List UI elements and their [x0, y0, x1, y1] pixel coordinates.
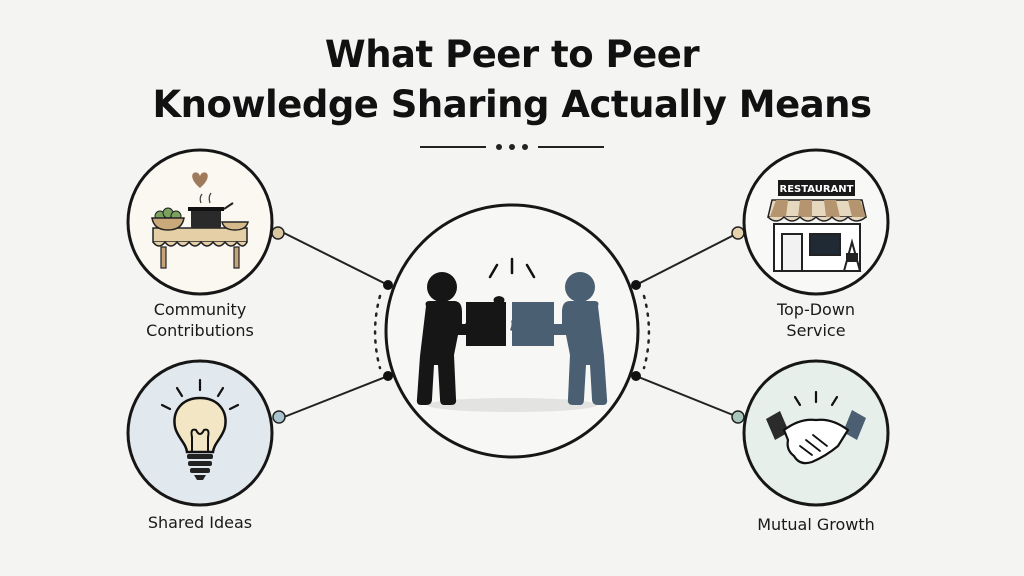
handshake-icon — [766, 390, 866, 465]
connector-dot — [731, 226, 745, 240]
shared-ideas-label: Shared Ideas — [147, 513, 253, 532]
connector-dot — [383, 280, 393, 290]
connector-dot — [631, 371, 641, 381]
community-node — [126, 148, 274, 296]
lightbulb-icon — [160, 378, 240, 480]
community-label-line-2: Contributions — [146, 321, 254, 340]
restaurant-sign-text: RESTAURANT — [780, 184, 854, 195]
top-down-service-label: Top-Down Service — [726, 299, 906, 341]
shared-ideas-node — [126, 359, 274, 507]
connector-lines — [271, 226, 745, 424]
connector-dot — [271, 226, 285, 240]
potluck-table-icon — [151, 172, 249, 269]
people-puzzle-icon — [416, 257, 608, 405]
community-contributions-label: Community Contributions — [110, 299, 290, 341]
connector-dot — [731, 410, 745, 424]
community-label-line-1: Community — [153, 300, 247, 319]
restaurant-icon: RESTAURANT — [767, 180, 867, 272]
top-down-label-line-2: Service — [786, 321, 846, 340]
top-down-node: RESTAURANT — [742, 148, 890, 296]
mutual-growth-node — [742, 359, 890, 507]
mutual-growth-label: Mutual Growth — [757, 515, 875, 534]
page-title-line-2: Knowledge Sharing Actually Means — [152, 83, 872, 126]
connector-dot — [631, 280, 641, 290]
top-down-label-line-1: Top-Down — [776, 300, 856, 319]
connector-dot — [383, 371, 393, 381]
title-divider — [420, 144, 604, 150]
connector-dot — [272, 410, 286, 424]
page-title-line-1: What Peer to Peer — [324, 33, 700, 76]
